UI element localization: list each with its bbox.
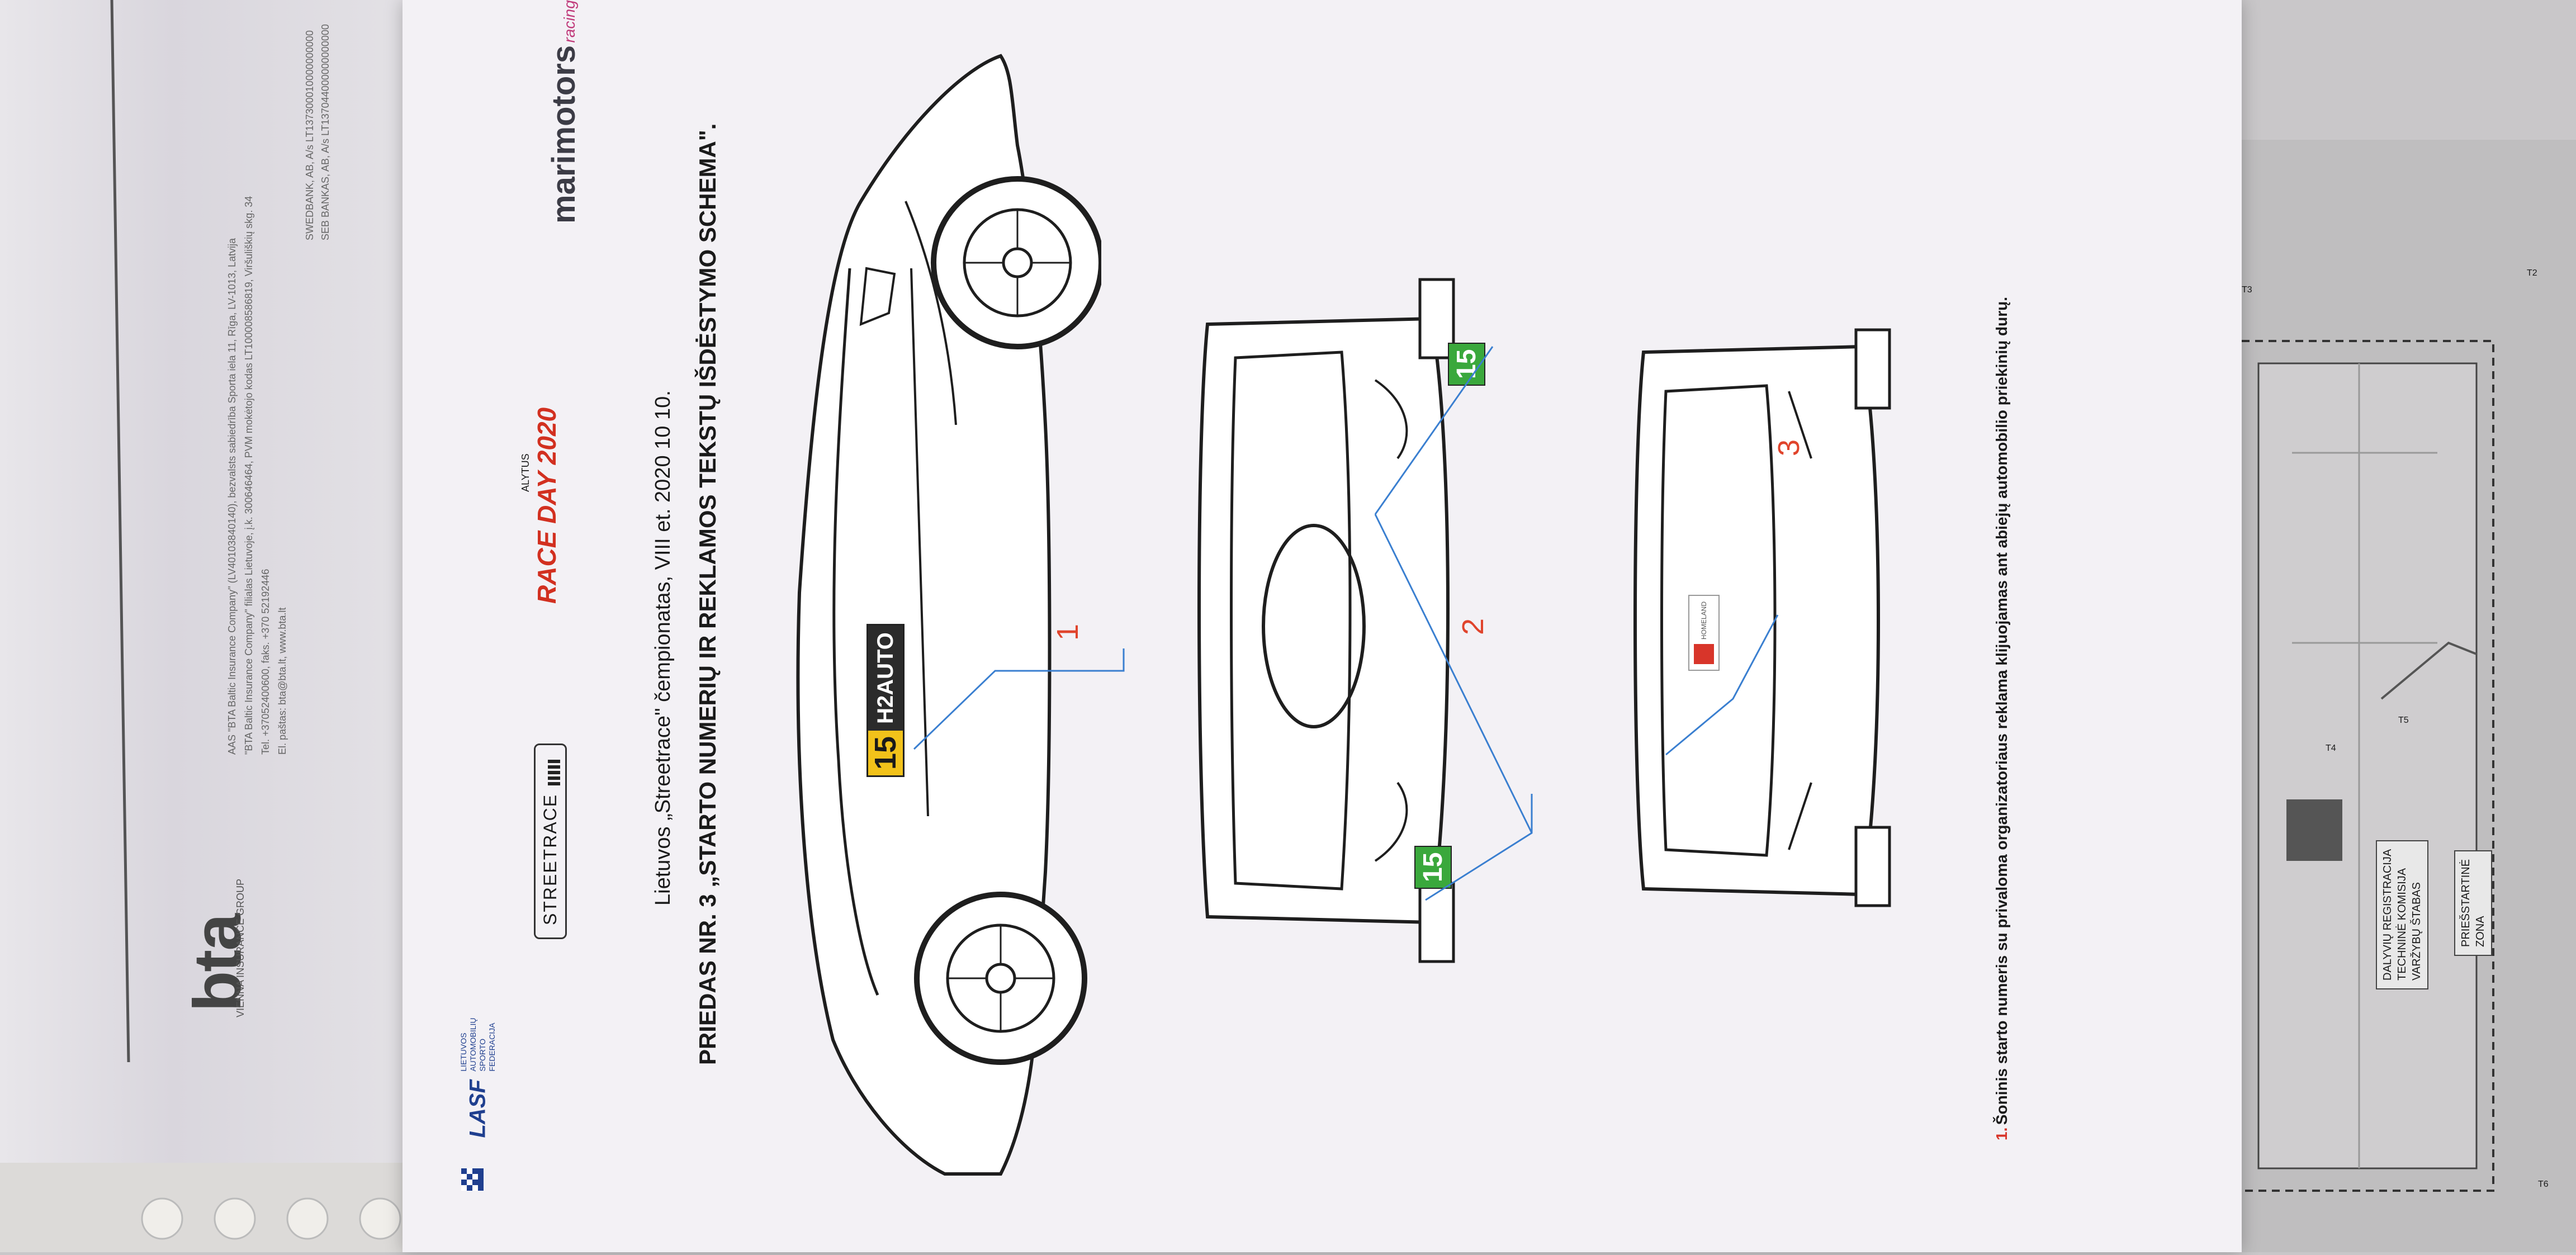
map-marker-t5: T5 <box>2398 716 2409 725</box>
plastic-sleeve <box>0 0 430 1252</box>
car-side-view <box>796 54 1101 1176</box>
bta-address: AAS "BTA Baltic Insurance Company" (LV40… <box>226 196 288 755</box>
map-marker-t6: T6 <box>2538 1180 2549 1189</box>
registration-box: DALYVIŲ REGISTRACIJA TECHNINĖ KOMISIJA V… <box>2376 840 2428 989</box>
bta-bank: SWEDBANK, AB, A/s LT137300010000000000 S… <box>304 24 331 240</box>
binder-holes <box>0 1163 425 1252</box>
map-marker-t2: T2 <box>2527 268 2537 278</box>
callout-3: 3 <box>1772 439 1806 457</box>
callout-1: 1 <box>1051 623 1085 641</box>
prestart-zone-box: PRIEŠSTARTINĖ ZONA <box>2454 850 2492 956</box>
map-marker-t4: T4 <box>2326 743 2336 753</box>
document-sheet: LASF LIETUVOS AUTOMOBILIŲ SPORTO FEDERAC… <box>402 0 2242 1252</box>
venue-map: DALYVIŲ REGISTRACIJA TECHNINĖ KOMISIJA V… <box>2214 140 2576 1252</box>
car-front-view <box>1197 278 1455 963</box>
bta-group: VIENNA INSURANCE GROUP <box>235 878 246 1017</box>
car-rear-view <box>1633 328 1891 907</box>
callout-2: 2 <box>1456 618 1490 636</box>
lasf-logo: LASF LIETUVOS AUTOMOBILIŲ SPORTO FEDERAC… <box>456 1017 500 1191</box>
map-marker-t3: T3 <box>2242 285 2252 295</box>
footnote: 1. Šoninis starto numeris su privaloma o… <box>1993 296 2010 1140</box>
callout-arrows <box>913 346 1779 901</box>
